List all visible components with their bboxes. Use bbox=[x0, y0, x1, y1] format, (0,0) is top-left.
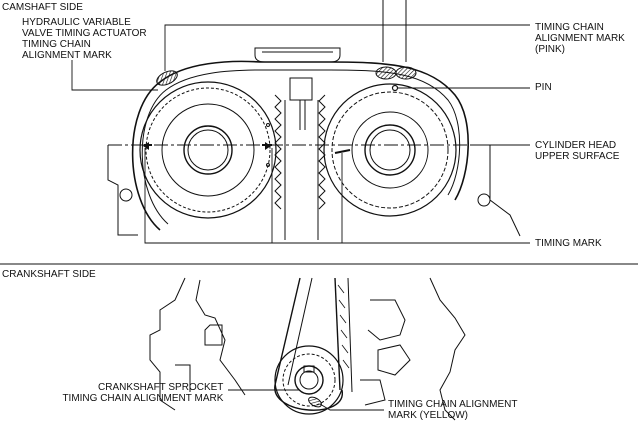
camshaft-side-title: CAMSHAFT SIDE bbox=[2, 2, 83, 13]
hydraulic-actuator-callout: HYDRAULIC VARIABLE VALVE TIMING ACTUATOR… bbox=[22, 17, 147, 61]
timing-mark-callout: TIMING MARK bbox=[535, 238, 602, 249]
callout-line: CRANKSHAFT SPROCKET bbox=[98, 382, 224, 393]
callout-line: CYLINDER HEAD bbox=[535, 140, 617, 151]
pin-callout: PIN bbox=[535, 82, 552, 93]
callout-line: MARK (YELLOW) bbox=[388, 410, 469, 421]
callout-line: (PINK) bbox=[535, 44, 565, 55]
cylinder-head-callout: CYLINDER HEAD UPPER SURFACE bbox=[535, 140, 619, 162]
callout-line: HYDRAULIC VARIABLE bbox=[22, 17, 131, 28]
yellow-alignment-mark bbox=[308, 396, 322, 408]
crankshaft-side-title: CRANKSHAFT SIDE bbox=[2, 269, 96, 280]
camshaft-assembly bbox=[107, 0, 521, 240]
yellow-mark-callout: TIMING CHAIN ALIGNMENT MARK (YELLOW) bbox=[388, 399, 517, 421]
pink-alignment-mark-a bbox=[375, 66, 397, 80]
pink-alignment-mark-b bbox=[395, 66, 417, 80]
callout-line: TIMING CHAIN bbox=[22, 39, 91, 50]
callout-line: TIMING CHAIN ALIGNMENT bbox=[388, 399, 518, 410]
callout-line: TIMING CHAIN ALIGNMENT MARK bbox=[62, 393, 224, 404]
callout-line: ALIGNMENT MARK bbox=[22, 50, 112, 61]
pink-mark-callout: TIMING CHAIN ALIGNMENT MARK (PINK) bbox=[535, 22, 625, 55]
callout-line: ALIGNMENT MARK bbox=[535, 33, 625, 44]
camshaft-leader-lines bbox=[71, 24, 530, 244]
callout-line: UPPER SURFACE bbox=[535, 151, 620, 162]
callout-line: VALVE TIMING ACTUATOR bbox=[22, 28, 147, 39]
crankshaft-assembly bbox=[149, 277, 466, 421]
callout-line: TIMING CHAIN bbox=[535, 22, 604, 33]
crank-sprocket-callout: CRANKSHAFT SPROCKET TIMING CHAIN ALIGNME… bbox=[62, 382, 223, 404]
actuator-alignment-mark bbox=[156, 70, 178, 86]
